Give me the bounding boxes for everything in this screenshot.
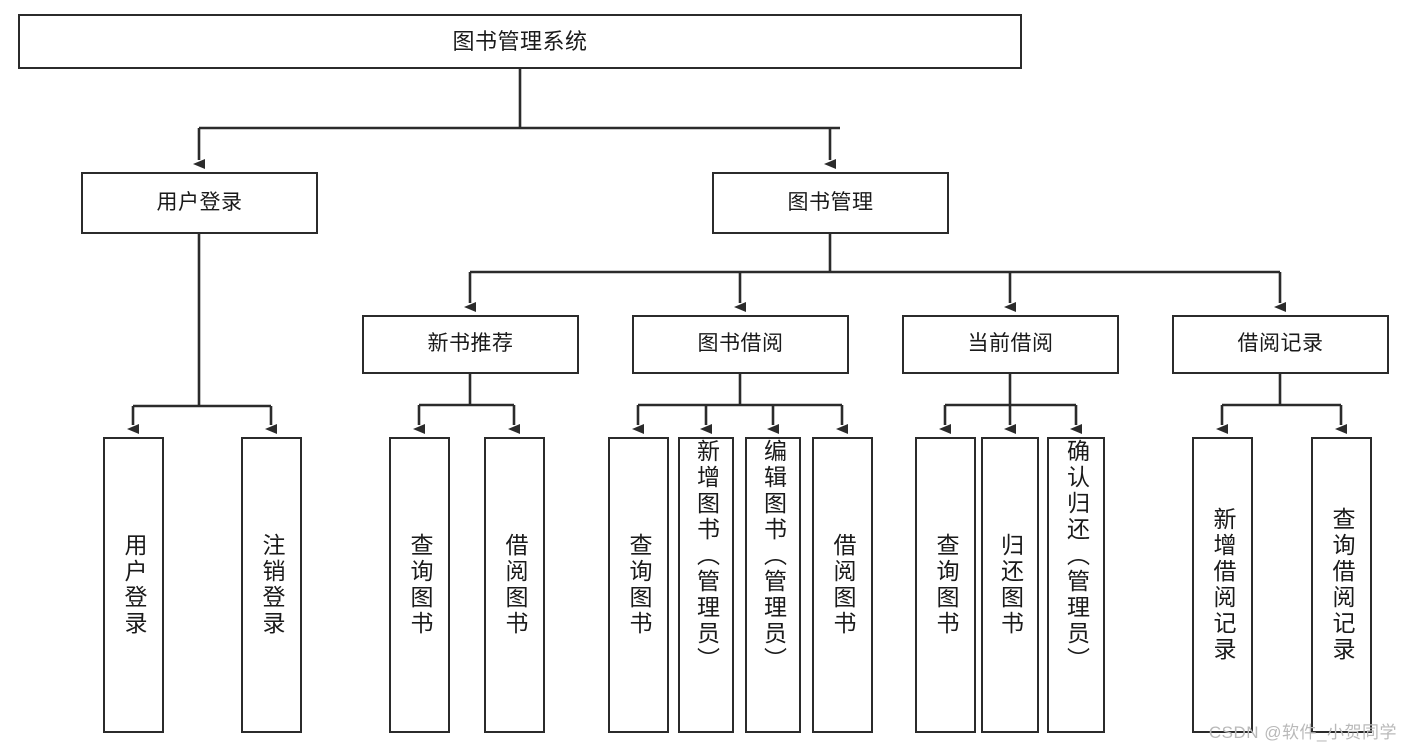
node-label: 确认归还（管理员） xyxy=(1063,439,1090,673)
node-label: 当前借阅 xyxy=(967,332,1054,356)
node-leaf-edit-book-admin[interactable]: 编辑图书（管理员） xyxy=(745,437,801,733)
node-label: 新书推荐 xyxy=(427,332,514,356)
node-leaf-borrow-book-newbook[interactable]: 借阅图书 xyxy=(484,437,545,733)
node-level2-book-borrow[interactable]: 图书借阅 xyxy=(632,315,849,374)
node-label: 查询图书 xyxy=(626,533,652,637)
node-label: 查询图书 xyxy=(407,533,433,637)
watermark: CSDN @软件_小贺同学 xyxy=(1208,723,1397,742)
node-level1-user-login[interactable]: 用户登录 xyxy=(81,172,318,234)
node-leaf-query-borrow-record[interactable]: 查询借阅记录 xyxy=(1311,437,1372,733)
node-label: 归还图书 xyxy=(997,533,1024,637)
node-leaf-query-book-newbook[interactable]: 查询图书 xyxy=(389,437,450,733)
node-level2-current-borrow[interactable]: 当前借阅 xyxy=(902,315,1119,374)
node-leaf-add-book-admin[interactable]: 新增图书（管理员） xyxy=(678,437,734,733)
node-label: 借阅图书 xyxy=(502,533,528,637)
node-level2-borrow-record[interactable]: 借阅记录 xyxy=(1172,315,1389,374)
node-label: 新增借阅记录 xyxy=(1210,507,1236,663)
node-label: 用户登录 xyxy=(156,190,243,214)
node-leaf-query-book-borrow[interactable]: 查询图书 xyxy=(608,437,669,733)
node-label: 用户登录 xyxy=(121,533,147,637)
node-label: 查询图书 xyxy=(933,533,959,637)
node-level2-new-book-recommend[interactable]: 新书推荐 xyxy=(362,315,579,374)
node-leaf-return-book[interactable]: 归还图书 xyxy=(981,437,1039,733)
node-leaf-logout[interactable]: 注销登录 xyxy=(241,437,302,733)
node-leaf-user-login[interactable]: 用户登录 xyxy=(103,437,164,733)
node-leaf-add-borrow-record[interactable]: 新增借阅记录 xyxy=(1192,437,1253,733)
node-label: 借阅图书 xyxy=(830,533,856,637)
node-label: 借阅记录 xyxy=(1237,332,1324,356)
node-label: 图书借阅 xyxy=(697,332,784,356)
node-level1-book-manage[interactable]: 图书管理 xyxy=(712,172,949,234)
node-root[interactable]: 图书管理系统 xyxy=(18,14,1022,69)
node-root-label: 图书管理系统 xyxy=(452,28,588,54)
node-leaf-query-book-current[interactable]: 查询图书 xyxy=(915,437,976,733)
node-label: 注销登录 xyxy=(259,533,285,637)
node-leaf-confirm-return-admin[interactable]: 确认归还（管理员） xyxy=(1047,437,1105,733)
node-label: 图书管理 xyxy=(787,190,874,214)
node-leaf-borrow-book[interactable]: 借阅图书 xyxy=(812,437,873,733)
node-label: 新增图书（管理员） xyxy=(693,439,720,673)
node-label: 编辑图书（管理员） xyxy=(760,439,787,673)
node-label: 查询借阅记录 xyxy=(1329,507,1355,663)
